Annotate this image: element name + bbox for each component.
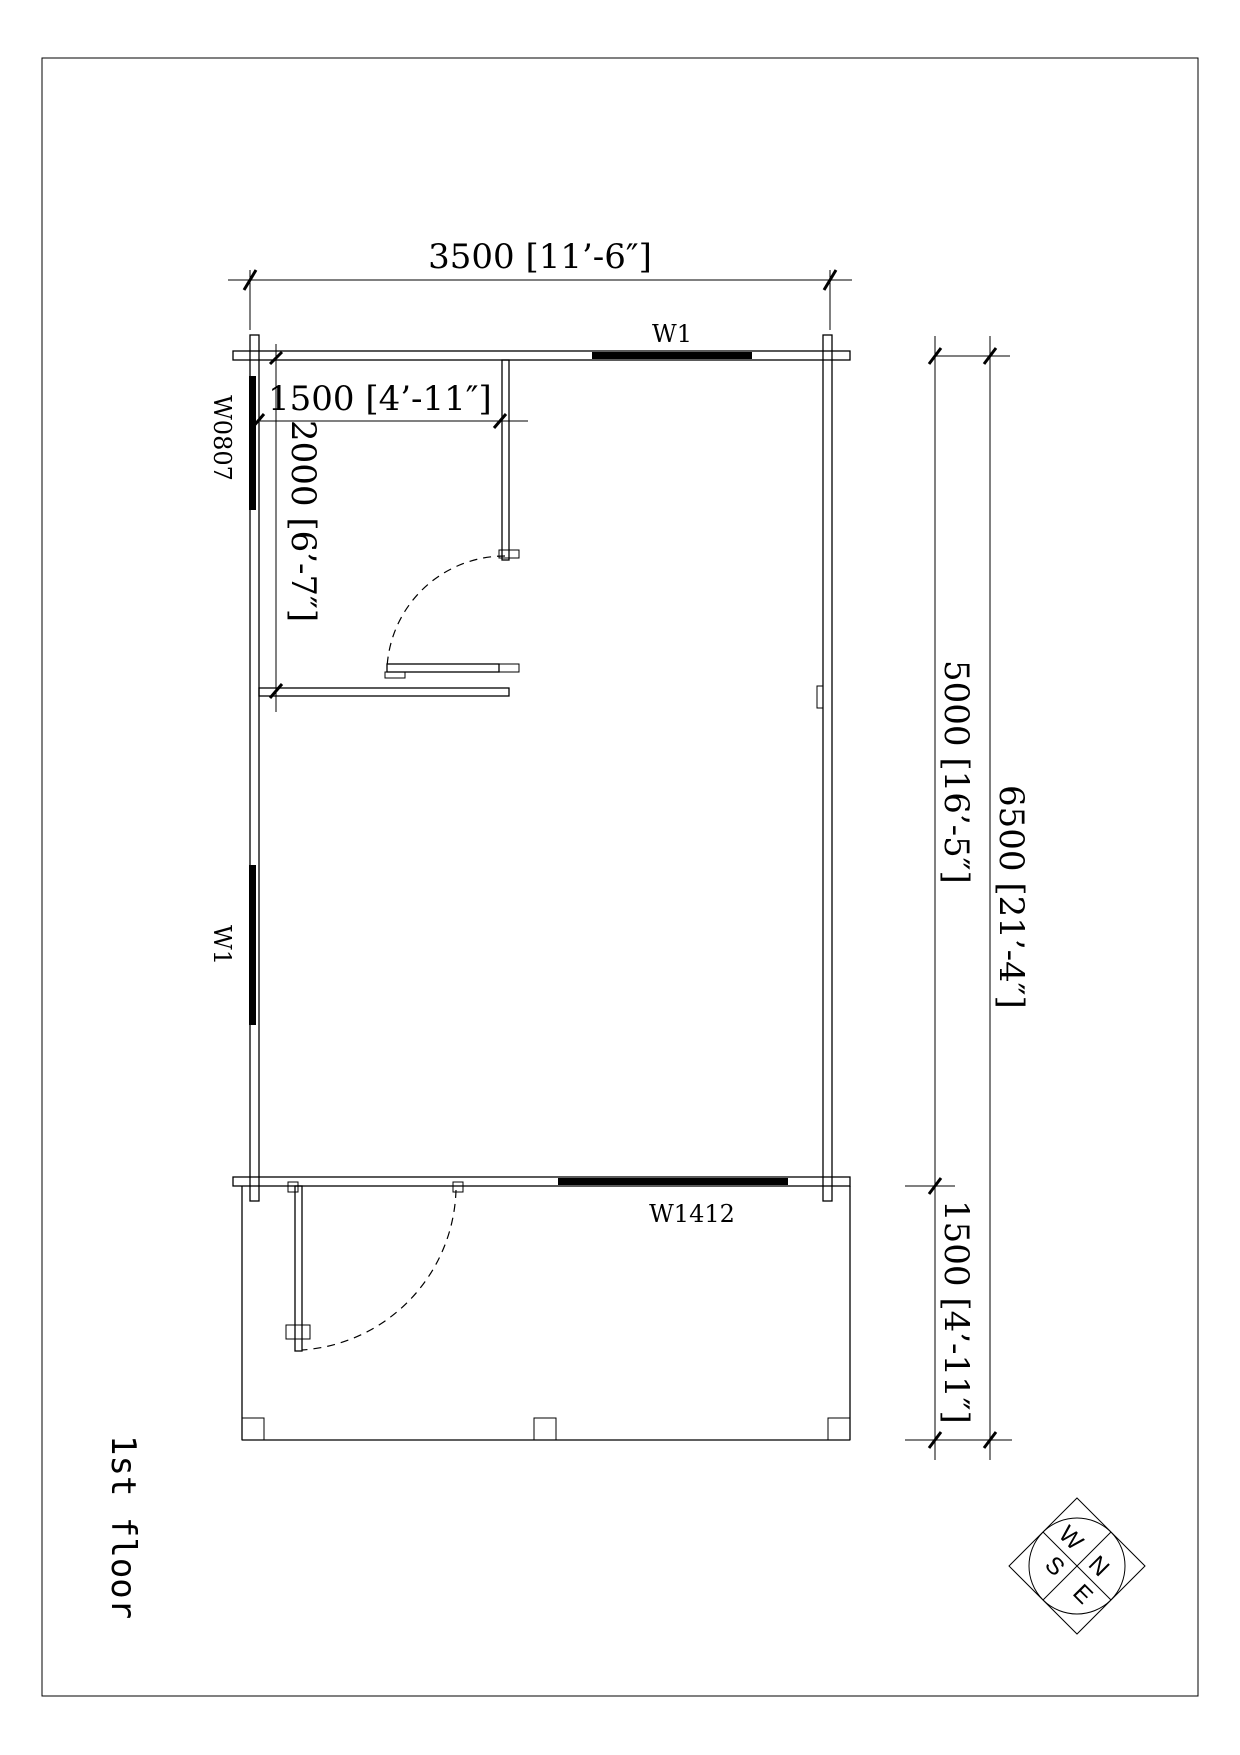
- window-front-label: W1412: [649, 1200, 735, 1228]
- building-walls: [232, 334, 851, 1202]
- front-wall: [232, 1176, 851, 1187]
- window-left-lower: [249, 865, 256, 1025]
- floor-label: 1st floor: [103, 1435, 143, 1619]
- window-top-label: W1: [652, 320, 692, 348]
- overall-width-label: 3500 [11’-6″]: [428, 237, 652, 277]
- compass-e: E: [1067, 1579, 1097, 1609]
- dimension-overall-width: 3500 [11’-6″]: [228, 237, 852, 330]
- main-depth-label: 5000 [16’-5″]: [936, 660, 976, 884]
- inner-door-swing: [386, 555, 506, 669]
- right-wall: [822, 334, 833, 1202]
- right-wall-post: [816, 685, 824, 709]
- window-left-upper-label: W0807: [208, 395, 236, 481]
- overall-depth-label: 6500 [21’-4″]: [991, 785, 1031, 1009]
- inner-room-wall: [501, 359, 510, 561]
- porch-depth-label: 1500 [4’-11″]: [936, 1200, 976, 1424]
- compass-s: S: [1039, 1551, 1069, 1581]
- porch-post-middle: [533, 1417, 557, 1441]
- window-left-upper: [249, 376, 256, 510]
- window-top: [592, 352, 752, 359]
- inner-room-bottom-wall: [258, 687, 510, 697]
- compass-icon: W N S E: [1008, 1497, 1146, 1635]
- top-wall: [232, 350, 851, 361]
- dimension-vertical: [905, 336, 1012, 1460]
- inner-door-leaf: [386, 663, 500, 673]
- porch-post-left: [241, 1417, 265, 1441]
- window-front: [558, 1178, 788, 1185]
- room-width-label: 1500 [4’-11″]: [268, 379, 492, 419]
- window-left-lower-label: W1: [208, 925, 236, 965]
- porch: [241, 1181, 851, 1441]
- entrance-door-leaf: [294, 1185, 303, 1352]
- sheet-border: [41, 57, 1199, 1697]
- entrance-door-swing: [301, 1189, 457, 1351]
- porch-post-right: [827, 1417, 851, 1441]
- left-wall: [249, 334, 260, 1202]
- room-depth-label: 2000 [6’-7″]: [283, 420, 323, 622]
